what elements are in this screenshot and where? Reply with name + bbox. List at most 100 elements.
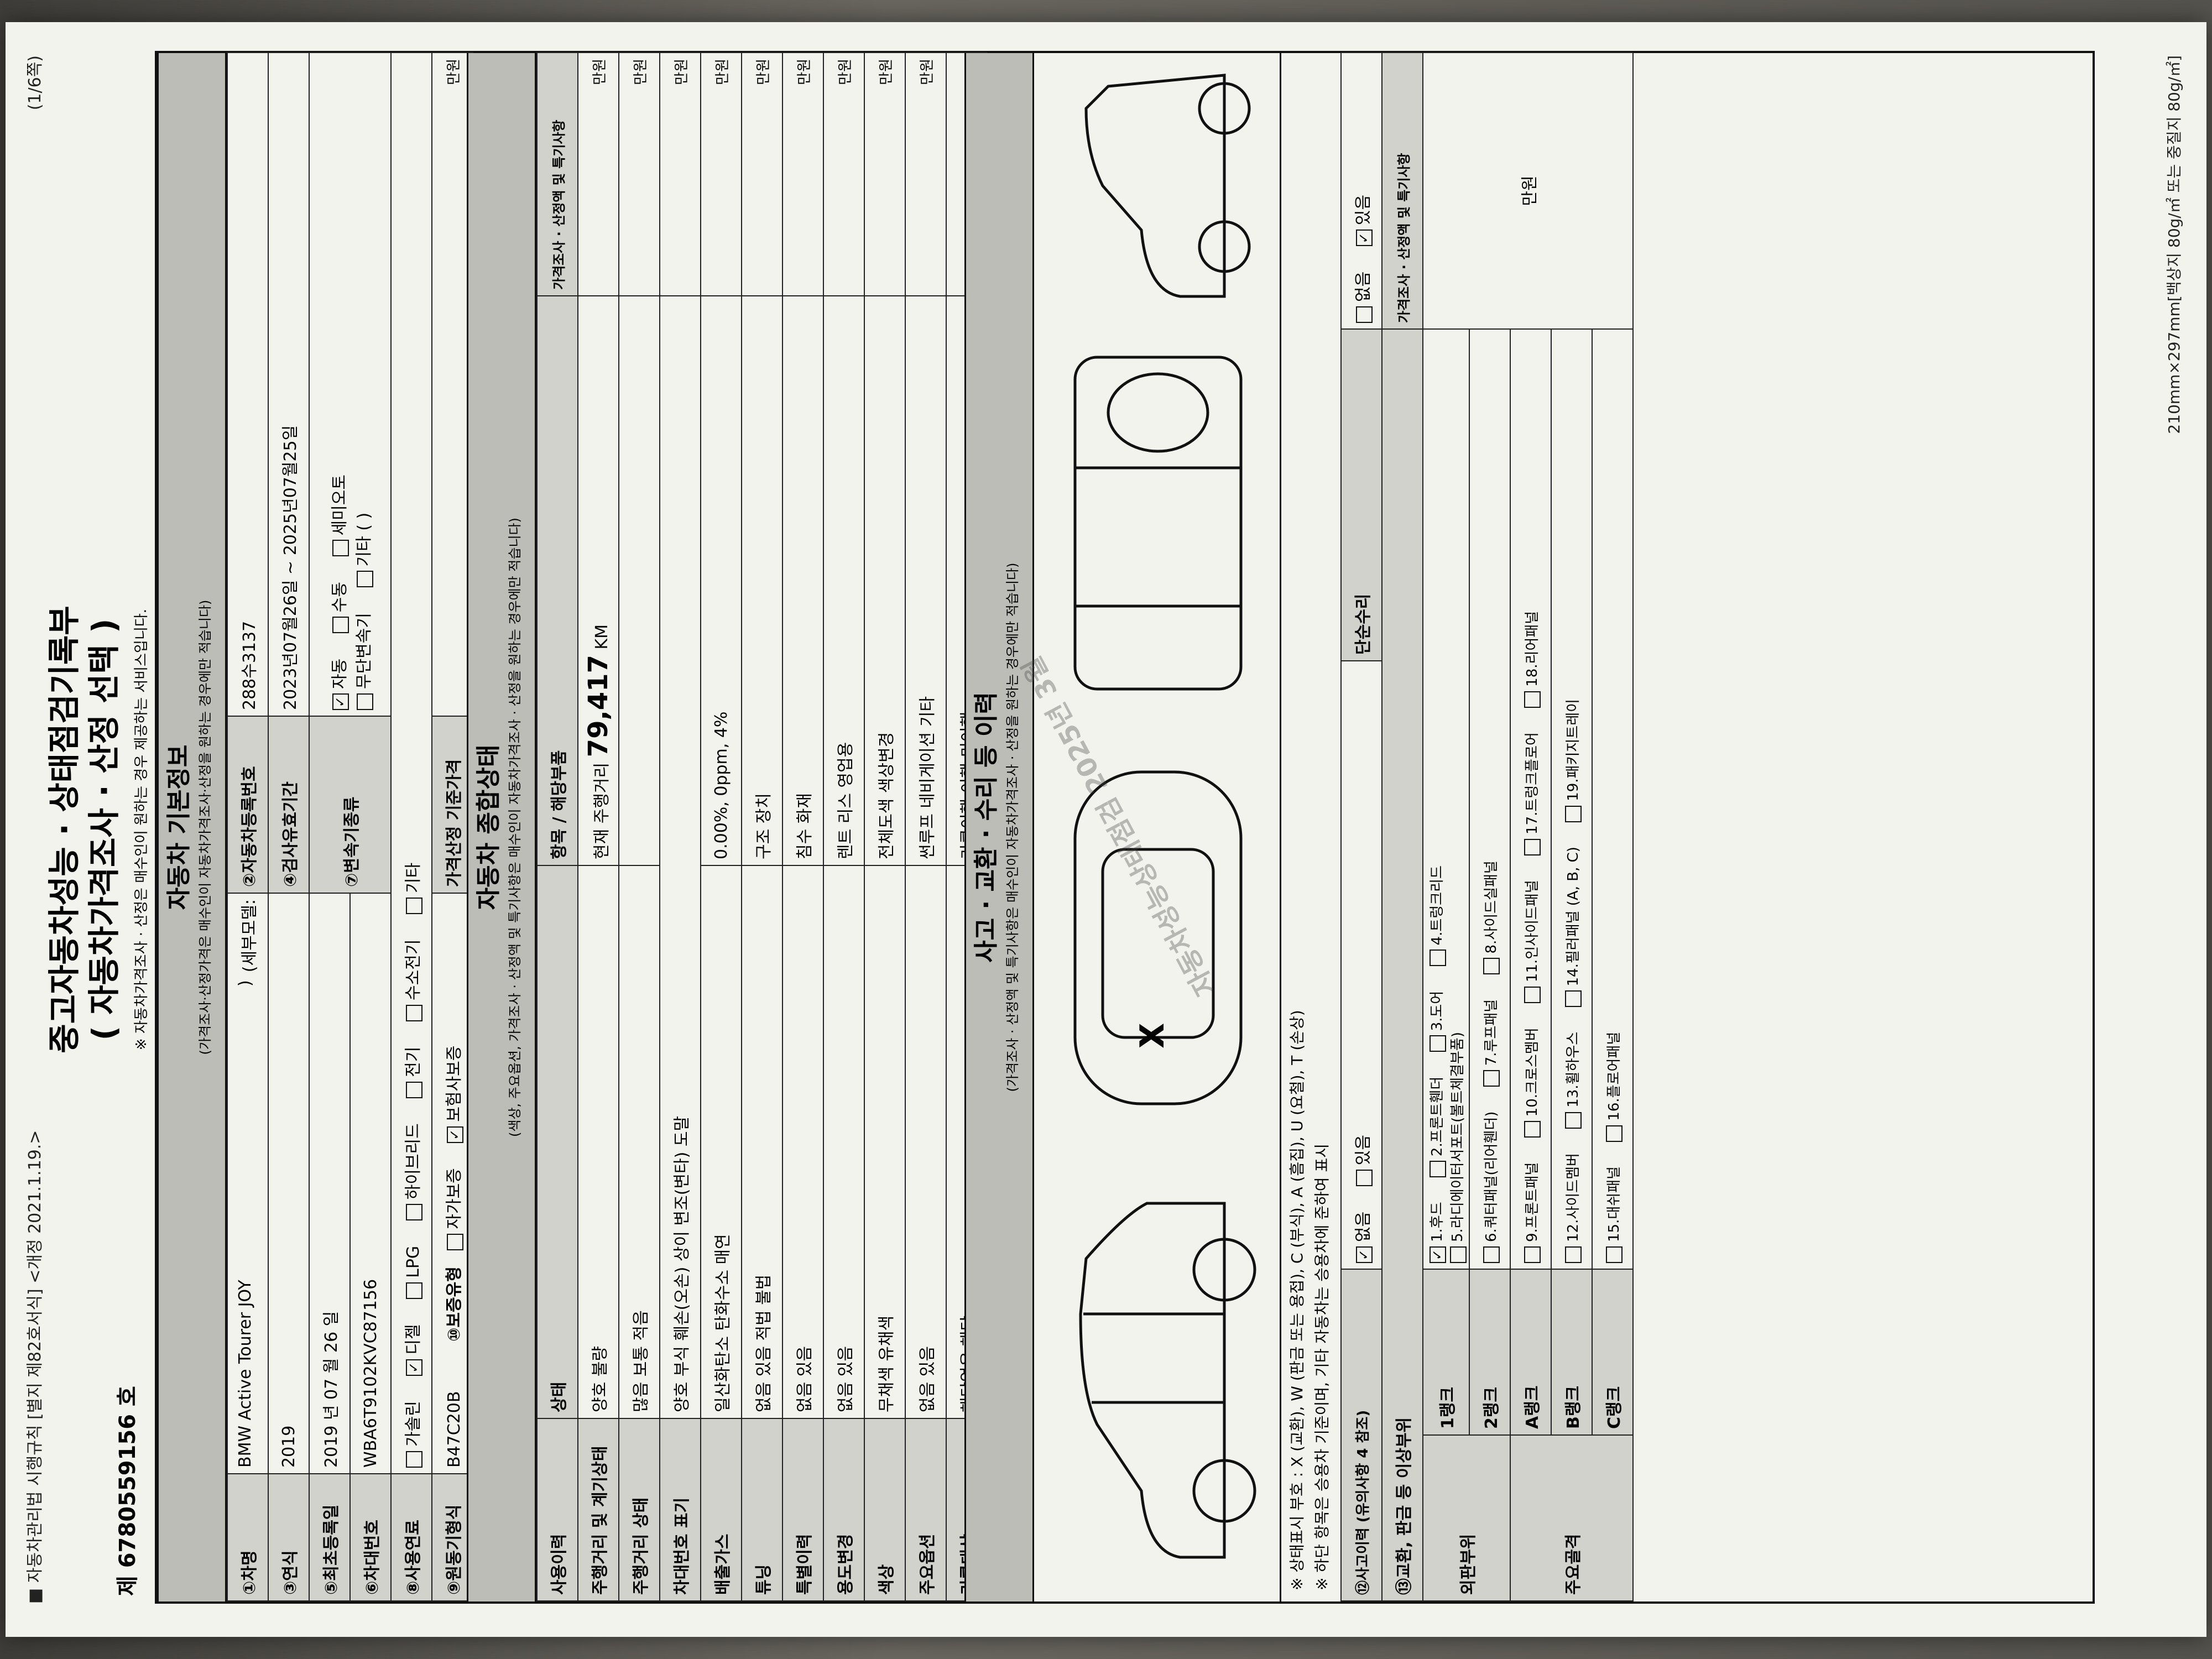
transmission-options: ✓자동 수동 세미오토 무단변속기 기타 ( ) <box>309 53 391 716</box>
overall-state-table: 사용이력 상태 항목 / 해당부품 가격조사 · 산정액 및 특기사항 주행거리… <box>536 52 988 1601</box>
checkbox-icon[interactable] <box>332 617 349 634</box>
checkbox-icon[interactable] <box>405 1081 422 1098</box>
checkbox-icon[interactable] <box>405 898 422 915</box>
overall-state-subtitle: (색상, 주요옵션, 가격조사 · 산정액 및 특기사항은 매수인이 자동차가격… <box>507 518 523 1137</box>
checkbox-icon[interactable] <box>1565 1112 1582 1129</box>
simple-yes[interactable]: ✓있음 <box>1349 195 1374 247</box>
checkbox-icon[interactable] <box>446 1233 463 1250</box>
checkbox-icon[interactable] <box>332 540 349 557</box>
part-floor-panel[interactable]: 16.플로어패널 <box>1603 1032 1623 1142</box>
simple-repair-options: 없음 ✓있음 <box>1341 53 1382 329</box>
label-simple-repair: 단순수리 <box>1341 329 1382 661</box>
inspection-record-page: ■ 자동차관리법 시행규칙 [별지 제82호서식] <개정 2021.1.19.… <box>6 22 2206 1637</box>
checkbox-icon[interactable] <box>1429 1161 1446 1178</box>
checkbox-icon[interactable] <box>1355 306 1373 323</box>
part-front-fender[interactable]: 2.프론트휀더 <box>1426 1077 1446 1178</box>
checkbox-icon[interactable] <box>1565 990 1582 1008</box>
row-label: 주행거리 및 계기상태 <box>578 1418 619 1601</box>
checkbox-checked-icon[interactable]: ✓ <box>1355 229 1373 247</box>
checkbox-icon[interactable] <box>1429 1035 1446 1052</box>
part-front-panel[interactable]: 9.프론트패널 <box>1521 1162 1541 1263</box>
fuel-diesel[interactable]: ✓디젤 <box>399 1324 424 1376</box>
checkbox-checked-icon[interactable]: ✓ <box>446 1126 463 1143</box>
accident-none[interactable]: ✓없음 <box>1349 1212 1374 1263</box>
checkbox-icon[interactable] <box>405 1282 422 1299</box>
row-price-unit: 만원 <box>714 59 731 85</box>
checkbox-icon[interactable] <box>1524 1246 1541 1263</box>
checkbox-icon[interactable] <box>1355 1170 1373 1187</box>
row-price: 만원 <box>823 53 864 296</box>
checkbox-icon[interactable] <box>356 693 373 710</box>
part-cross-member[interactable]: 10.크로스멤버 <box>1521 1027 1541 1138</box>
fuel-hybrid[interactable]: 하이브리드 <box>399 1123 424 1221</box>
row-label: 튜닝 <box>742 1418 782 1601</box>
row-label: 특별이력 <box>782 1418 823 1601</box>
part-trunk-floor[interactable]: 17.트렁크플로어 <box>1521 732 1541 855</box>
checkbox-icon[interactable] <box>1565 805 1582 822</box>
checkbox-checked-icon[interactable]: ✓ <box>1429 1246 1446 1263</box>
checkbox-icon[interactable] <box>1483 1070 1500 1087</box>
header-price-note: 가격조사 · 산정액 및 특기사항 <box>537 53 578 296</box>
table-row: 색상 무채색 유채색 전체도색 색상변경 만원 <box>864 53 905 1601</box>
checkbox-icon[interactable] <box>405 1004 422 1021</box>
part-radiator-support[interactable]: 5.라디에이터서포트(볼트체결부품) <box>1446 1032 1467 1263</box>
trans-cvt[interactable]: 무단변속기 <box>350 613 374 710</box>
checkbox-icon[interactable] <box>356 571 373 588</box>
accident-table: ⑫사고이력 (유의사항 4 참조) ✓없음 있음 단순수리 없음 ✓있음 ⑬교환… <box>1340 52 1634 1601</box>
row-label: 차대번호 표기 <box>660 1418 701 1601</box>
fuel-electric[interactable]: 전기 <box>399 1047 424 1098</box>
part-dash-panel[interactable]: 15.대쉬패널 <box>1603 1166 1623 1263</box>
header-state: 상태 <box>537 865 578 1418</box>
part-trunk-lid[interactable]: 4.트렁크리드 <box>1426 865 1446 967</box>
part-side-member[interactable]: 12.사이드멤버 <box>1562 1153 1582 1263</box>
part-quarter-panel[interactable]: 6.쿼터패널(리어휀더) <box>1480 1112 1500 1263</box>
checkbox-icon[interactable] <box>1565 1246 1582 1263</box>
checkbox-checked-icon[interactable]: ✓ <box>332 693 349 710</box>
basic-info-band: 자동차 기본정보 (가격조사·산정가격은 매수인이 자동차가격조사·산정을 원하… <box>157 53 227 1601</box>
warranty-insurer[interactable]: ✓보험사보증 <box>440 1046 465 1143</box>
trans-semiauto[interactable]: 세미오토 <box>326 474 350 557</box>
checkbox-icon[interactable] <box>1524 1121 1541 1138</box>
row-price: 만원 <box>742 53 782 296</box>
checkbox-icon[interactable] <box>1524 838 1541 855</box>
checkbox-icon[interactable] <box>1606 1246 1623 1263</box>
row-label: 주요옵션 <box>905 1418 946 1601</box>
checkbox-checked-icon[interactable]: ✓ <box>1355 1246 1373 1263</box>
row-label: 배출가스 <box>701 1418 742 1601</box>
warranty-self[interactable]: 자가보증 <box>440 1168 465 1250</box>
row-state: 많음 보통 적음 <box>619 865 660 1418</box>
part-wheel-house[interactable]: 13.휠하우스 <box>1562 1032 1582 1129</box>
checkbox-icon[interactable] <box>1606 1125 1623 1142</box>
checkbox-checked-icon[interactable]: ✓ <box>405 1359 422 1376</box>
part-roof-panel[interactable]: 7.루프패널 <box>1480 999 1500 1087</box>
label-vin: ⑥차대번호 <box>350 1474 391 1601</box>
checkbox-icon[interactable] <box>1524 987 1541 1004</box>
part-hood[interactable]: ✓1.후드 <box>1426 1202 1446 1263</box>
part-side-sill[interactable]: 8.사이드실패널 <box>1480 860 1500 975</box>
checkbox-icon[interactable] <box>1524 691 1541 708</box>
part-pillar-panel[interactable]: 14.필러패널 (A, B, C) <box>1562 847 1582 1008</box>
checkbox-icon[interactable] <box>405 1451 422 1468</box>
fuel-lpg[interactable]: LPG <box>404 1246 423 1299</box>
accident-yes[interactable]: 있음 <box>1349 1135 1374 1187</box>
simple-none[interactable]: 없음 <box>1349 272 1374 323</box>
part-door[interactable]: 3.도어 <box>1426 991 1446 1052</box>
checkbox-icon[interactable] <box>1483 1246 1500 1263</box>
trans-auto[interactable]: ✓자동 <box>326 659 350 710</box>
part-inside-panel[interactable]: 11.인사이드패널 <box>1521 880 1541 1004</box>
fuel-hydrogen[interactable]: 수소전기 <box>399 940 424 1021</box>
checkbox-icon[interactable] <box>1449 1246 1467 1263</box>
checkbox-icon[interactable] <box>1483 958 1500 975</box>
label-main-frame: 주요골격 <box>1510 1435 1633 1601</box>
trans-manual[interactable]: 수동 <box>326 582 350 634</box>
checkbox-icon[interactable] <box>1429 950 1446 967</box>
part-package-tray[interactable]: 19.패키지트레이 <box>1562 699 1582 822</box>
basic-info-table: ①차명 BMW Active Tourer JOY (세부모델:) ②자동차등록… <box>227 52 473 1601</box>
table-row: 특별이력 없음 있음 침수 화재 만원 <box>782 53 823 1601</box>
part-rear-panel[interactable]: 18.리어패널 <box>1521 611 1541 708</box>
trans-other[interactable]: 기타 ( ) <box>350 513 374 588</box>
fuel-other[interactable]: 기타 <box>399 863 424 915</box>
fuel-gasoline[interactable]: 가솔린 <box>399 1401 424 1468</box>
checkbox-icon[interactable] <box>405 1204 422 1221</box>
row-label: 주행거리 상태 <box>619 1418 660 1601</box>
